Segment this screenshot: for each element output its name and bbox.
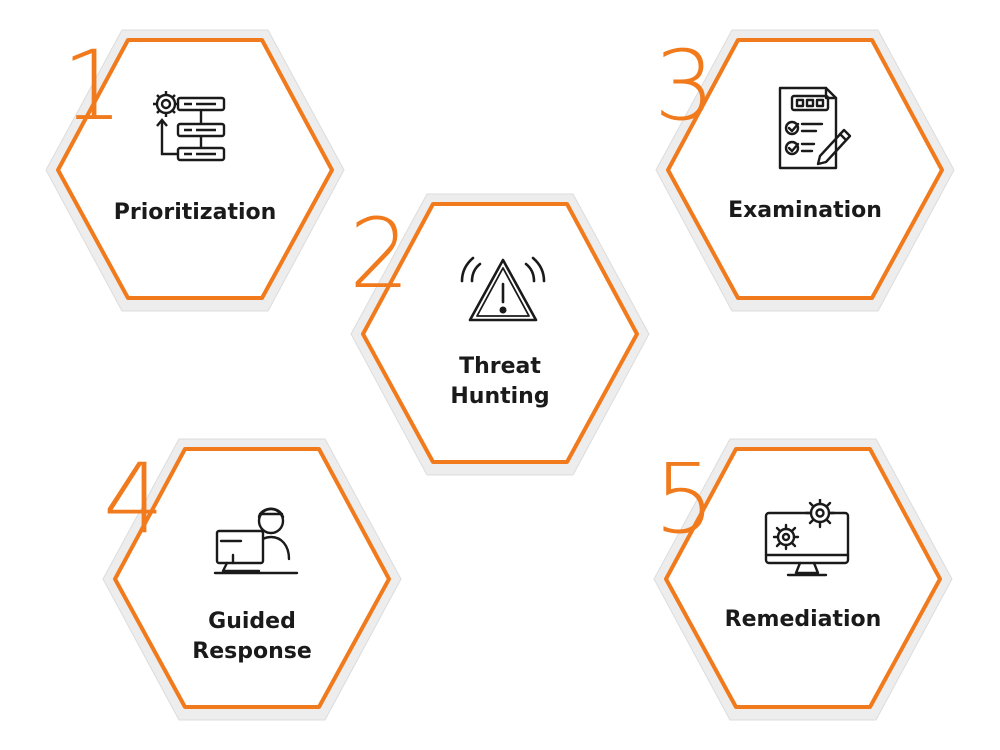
step-number: 3 — [654, 30, 716, 142]
checklist-pencil-icon — [778, 86, 852, 170]
person-at-computer-icon — [213, 507, 299, 575]
step-guided-response: 4 Guided Response — [97, 437, 407, 722]
step-remediation: 5 Remediation — [648, 437, 958, 722]
step-number: 4 — [103, 443, 165, 555]
step-prioritization: 1 Prioritization — [40, 28, 350, 313]
step-label: Remediation — [724, 607, 882, 632]
step-number: 1 — [62, 30, 124, 142]
step-number: 2 — [349, 198, 411, 310]
step-label: Prioritization — [113, 200, 277, 225]
monitor-gears-icon — [764, 499, 850, 577]
hexagon-shape — [102, 438, 402, 721]
step-threat-hunting: 2 Threat Hunting — [345, 192, 655, 477]
hexagon-shape — [350, 193, 650, 476]
hexagon-shape — [45, 29, 345, 312]
step-label: Guided Response — [192, 609, 312, 664]
priority-list-gear-icon — [153, 91, 226, 162]
step-label: Examination — [728, 198, 882, 223]
step-examination: 3 Examination — [650, 28, 960, 313]
hexagon-shape — [653, 438, 953, 721]
warning-alarm-icon — [460, 256, 546, 322]
step-number: 5 — [654, 443, 716, 555]
step-label: Threat Hunting — [450, 354, 550, 409]
